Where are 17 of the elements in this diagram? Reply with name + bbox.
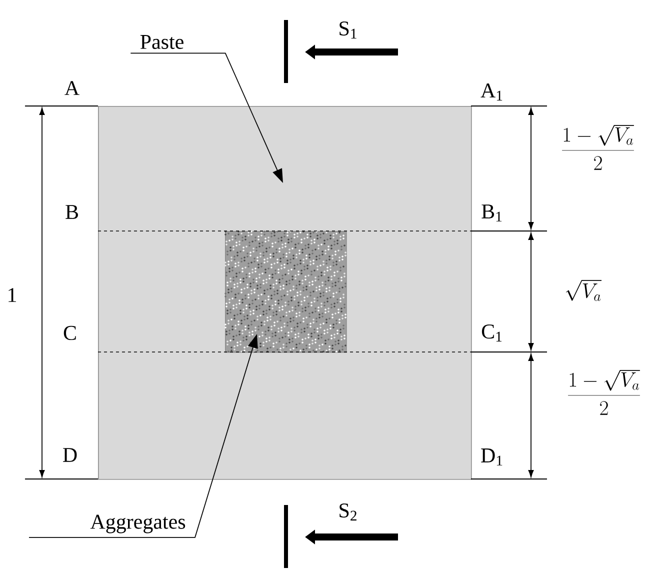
point-label: A$_{1}$: [480, 84, 502, 100]
point-label: D$_{1}$: [481, 448, 502, 466]
point-label: C: [64, 326, 76, 340]
section-label: S$_{2}$: [340, 503, 356, 520]
point-label: B: [66, 205, 78, 219]
dimension-label: $\frac{1-\sqrt{V_a}}{2}$: [562, 125, 634, 170]
point-label: A: [64, 81, 80, 95]
dimension-label: $\sqrt{V_a}$: [566, 280, 602, 301]
point-label: C$_{1}$: [482, 324, 502, 342]
leader-text: Paste: [140, 35, 184, 49]
dimension-label: $\frac{1-\sqrt{V_a}}{2}$: [568, 370, 640, 415]
section-label: S$_{1}$: [340, 21, 356, 38]
leader-text: Aggregates: [90, 514, 186, 534]
aggregate-square: [224, 230, 347, 353]
dimension-label: 1: [8, 288, 16, 302]
point-label: B$_{1}$: [482, 204, 502, 222]
point-label: D: [63, 448, 77, 462]
